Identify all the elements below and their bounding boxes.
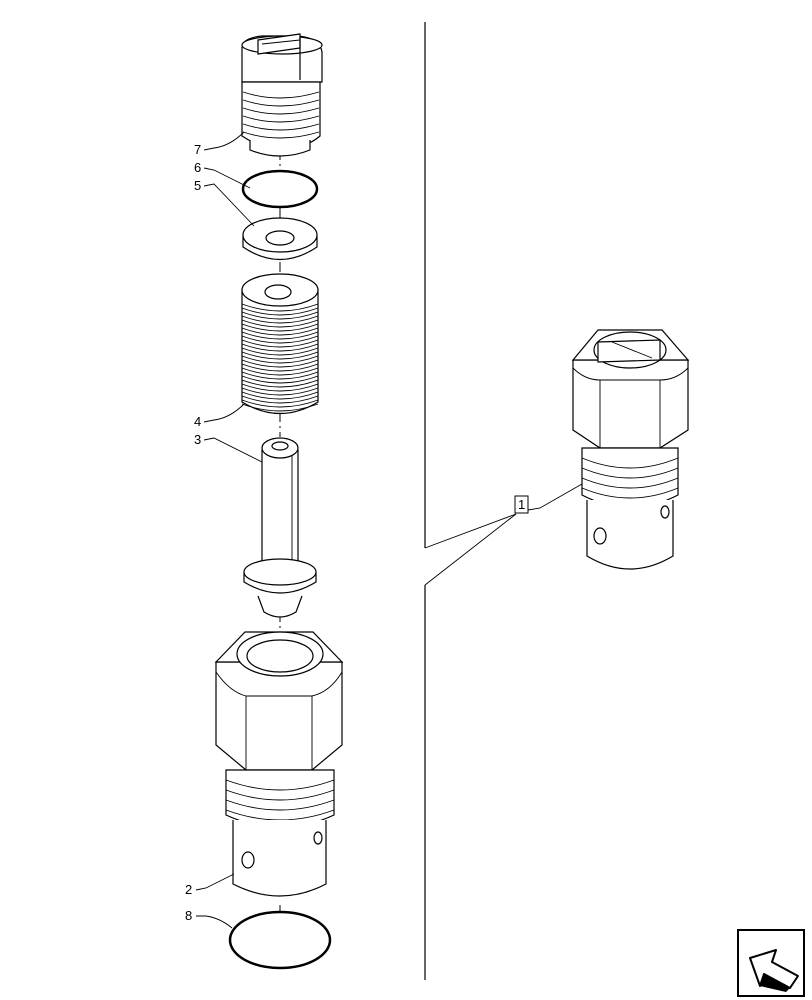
callout-1: 1 [518,497,525,512]
thread-line [241,315,319,324]
callout-3: 3 [194,432,201,447]
thread-line [241,303,319,312]
part-8-o-ring[interactable] [228,910,332,970]
callout-4: 4 [194,414,201,429]
thread-line [241,391,319,400]
thread-line [241,371,319,380]
callout-7: 7 [194,142,201,157]
thread-line [241,383,319,392]
callout-1-box: 1 [514,495,529,514]
thread-line [241,375,319,384]
thread-line [241,359,319,368]
callout-2: 2 [185,882,192,897]
back-arrow-icon[interactable] [737,929,805,997]
callout-6: 6 [194,160,201,175]
part-4-threaded-sleeve[interactable] [241,273,319,415]
assembled-valve-threads [581,457,679,499]
thread-line [241,327,319,336]
part-2-valve-body[interactable] [214,631,344,897]
thread-line [241,395,319,404]
thread-line [241,335,319,344]
thread-line [241,379,319,388]
part-4-threads [241,303,319,412]
leader-lines [195,131,583,929]
part-5-washer[interactable] [242,217,318,261]
thread-line [241,399,319,408]
assembled-valve-view[interactable] [571,329,690,570]
part-7-threads [242,91,320,139]
thread-line [241,387,319,396]
thread-line [241,339,319,348]
thread-line [241,351,319,360]
thread-line [241,367,319,376]
thread-line [241,403,319,412]
thread-line [241,323,319,332]
callout-8: 8 [185,908,192,923]
thread-line [241,343,319,352]
thread-line [241,331,319,340]
thread-line [241,307,319,316]
thread-line [241,355,319,364]
thread-line [241,311,319,320]
part-6-o-ring[interactable] [241,169,319,209]
part-7-slotted-plug[interactable] [241,33,323,157]
part-3-poppet-pin[interactable] [243,437,317,618]
thread-line [241,347,319,356]
callout-5: 5 [194,178,201,193]
part-2-threads [225,779,335,821]
thread-line [241,363,319,372]
thread-line [241,319,319,328]
